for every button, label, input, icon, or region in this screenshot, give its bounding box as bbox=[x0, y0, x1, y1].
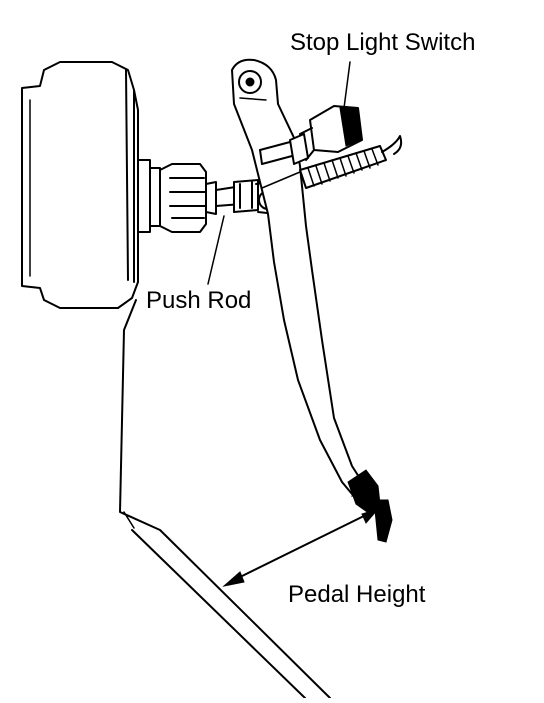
pedal-pad bbox=[347, 469, 393, 543]
pedal-height-dimension bbox=[222, 508, 380, 587]
label-pedal-height: Pedal Height bbox=[288, 581, 426, 608]
brake-booster bbox=[21, 61, 161, 309]
label-stop-light-switch: Stop Light Switch bbox=[290, 29, 475, 56]
leader-lines bbox=[207, 61, 351, 285]
stop-light-switch bbox=[259, 105, 363, 165]
return-spring bbox=[299, 135, 403, 189]
firewall-panel bbox=[119, 299, 331, 699]
label-push-rod: Push Rod bbox=[146, 287, 251, 314]
master-cylinder-boot bbox=[159, 163, 217, 233]
brake-pedal-arm bbox=[231, 58, 367, 495]
